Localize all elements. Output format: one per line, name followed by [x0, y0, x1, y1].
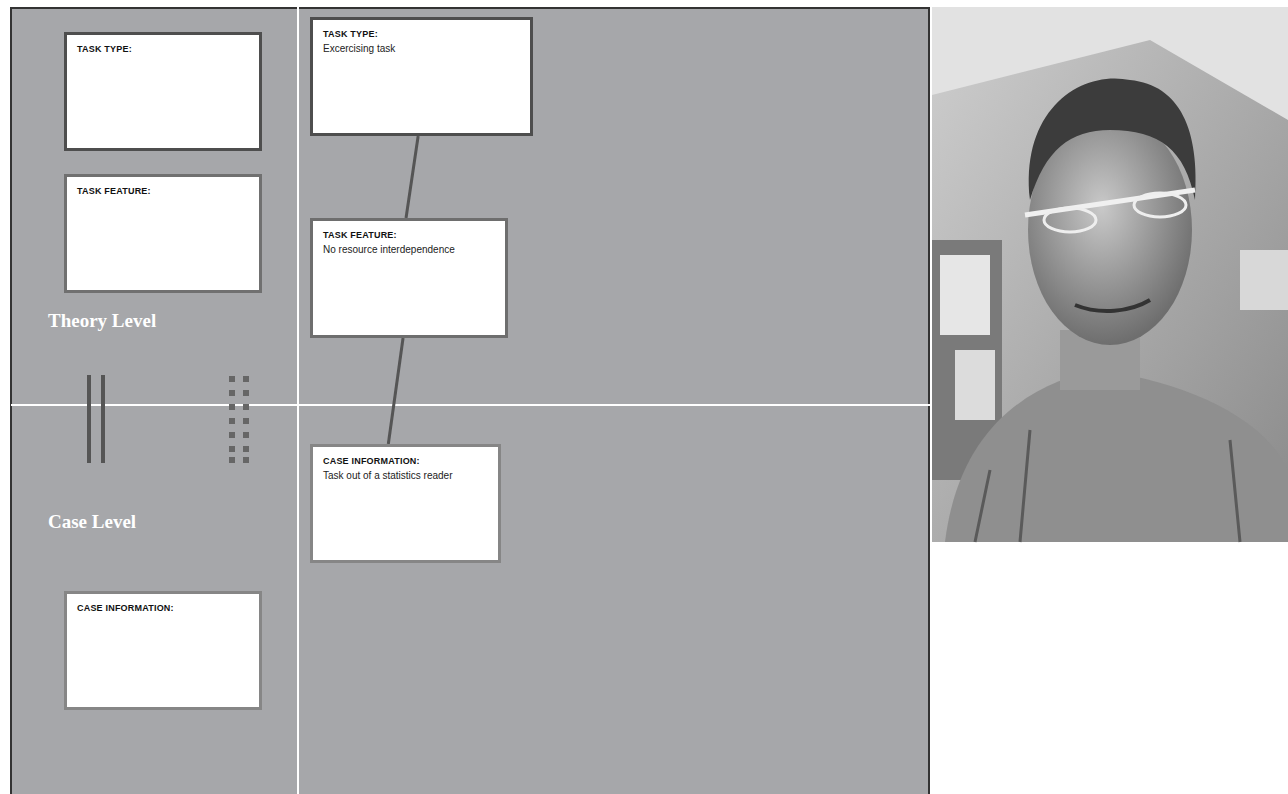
concept-box: CASE INFORMATION: Task out of a statistic… — [310, 444, 501, 563]
connector-line — [388, 338, 403, 444]
legend-box: CASE INFORMATION: — [64, 591, 262, 710]
solid-line-symbol — [87, 375, 91, 463]
level-divider — [11, 404, 930, 406]
box-heading: TASK TYPE: — [323, 29, 520, 40]
box-heading: CASE INFORMATION: — [323, 456, 488, 467]
solid-line-symbol — [101, 375, 105, 463]
concept-box: TASK TYPE: Excercising task — [310, 17, 533, 136]
level-label: Theory Level — [48, 310, 156, 332]
legend-box: TASK TYPE: — [64, 32, 262, 151]
box-text: Task out of a statistics reader — [323, 470, 488, 482]
column-divider — [297, 7, 299, 794]
legend-box: TASK FEATURE: — [64, 174, 262, 293]
level-label: Case Level — [48, 511, 136, 533]
box-heading: CASE INFORMATION: — [77, 603, 249, 614]
connector-line — [406, 136, 418, 218]
box-text: Excercising task — [323, 43, 520, 55]
box-heading: TASK TYPE: — [77, 44, 249, 55]
concept-box: TASK FEATURE: No resource interdependence — [310, 218, 508, 338]
box-text: No resource interdependence — [323, 244, 495, 256]
box-heading: TASK FEATURE: — [323, 230, 495, 241]
dotted-line-symbol — [229, 376, 249, 463]
box-heading: TASK FEATURE: — [77, 186, 249, 197]
